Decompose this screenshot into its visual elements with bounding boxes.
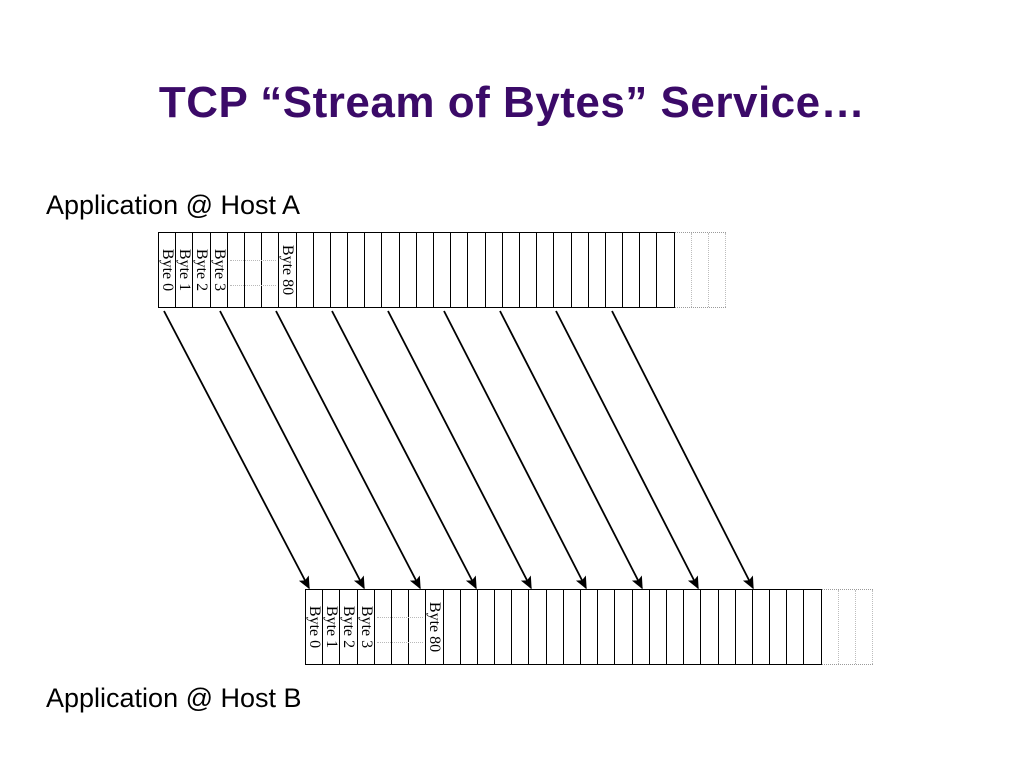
byte-cell (615, 590, 633, 664)
stream-continuation (674, 232, 727, 308)
byte-cell (375, 590, 392, 664)
byte-cell (623, 233, 641, 307)
byte-delivery-arrow (555, 310, 699, 590)
byte-cell (382, 233, 400, 307)
byte-cell (606, 233, 624, 307)
byte-cell (434, 233, 452, 307)
byte-cell (451, 233, 469, 307)
byte-cell (503, 233, 520, 307)
byte-cell (314, 233, 331, 307)
byte-cell: Byte 80 (279, 233, 297, 307)
byte-cell: Byte 2 (340, 590, 358, 664)
byte-cell: Byte 1 (323, 590, 341, 664)
byte-cell (537, 233, 555, 307)
byte-cell (770, 590, 788, 664)
byte-cell (392, 590, 410, 664)
byte-cell: Byte 3 (211, 233, 228, 307)
stream-continuation (821, 589, 874, 665)
byte-cell (400, 233, 417, 307)
byte-cell: Byte 1 (176, 233, 194, 307)
byte-cell-ghost (822, 590, 839, 664)
byte-delivery-arrow (219, 310, 365, 590)
byte-cell-label: Byte 80 (426, 601, 444, 653)
byte-cell-label: Byte 0 (159, 248, 177, 292)
byte-cell (409, 590, 427, 664)
byte-cell-label: Byte 2 (193, 248, 211, 292)
byte-cell (581, 590, 599, 664)
byte-cell (564, 590, 581, 664)
byte-cell-label: Byte 2 (340, 605, 358, 649)
byte-cell-ghost (692, 233, 709, 307)
byte-delivery-arrow (443, 310, 587, 590)
byte-cell: Byte 0 (306, 590, 324, 664)
byte-cell (478, 590, 496, 664)
byte-cell (804, 590, 822, 664)
byte-cell-label: Byte 1 (323, 605, 341, 649)
byte-cell (547, 590, 564, 664)
byte-cell (365, 233, 383, 307)
byte-cell-label: Byte 1 (176, 248, 194, 292)
byte-cell (486, 233, 503, 307)
byte-cell (684, 590, 702, 664)
byte-cell-ghost (709, 233, 727, 307)
byte-cell (787, 590, 805, 664)
byte-cell (331, 233, 349, 307)
byte-cell (495, 590, 513, 664)
byte-cell (572, 233, 589, 307)
page-title: TCP “Stream of Bytes” Service… (158, 78, 866, 127)
byte-delivery-arrow (163, 310, 310, 590)
byte-cell (657, 233, 675, 307)
byte-cell (444, 590, 461, 664)
byte-cell (228, 233, 245, 307)
host-b-caption: Application @ Host B (46, 683, 302, 713)
byte-cell (520, 233, 538, 307)
byte-cell (736, 590, 753, 664)
byte-delivery-arrow (387, 310, 532, 590)
byte-cell: Byte 3 (358, 590, 375, 664)
byte-cell (598, 590, 616, 664)
byte-cell-label: Byte 80 (279, 244, 297, 296)
byte-delivery-arrow (331, 310, 477, 590)
byte-cell (512, 590, 530, 664)
byte-cell-ghost (839, 590, 856, 664)
byte-cell-label: Byte 3 (357, 605, 375, 649)
byte-cell (262, 233, 280, 307)
byte-cell (297, 233, 314, 307)
byte-cell (245, 233, 263, 307)
host-a-caption: Application @ Host A (46, 190, 301, 220)
byte-cell (701, 590, 719, 664)
byte-cell (633, 590, 650, 664)
byte-cell-label: Byte 0 (306, 605, 324, 649)
byte-cell (650, 590, 667, 664)
byte-cell-ghost (856, 590, 874, 664)
byte-cell (529, 590, 547, 664)
byte-cell (719, 590, 736, 664)
byte-cell: Byte 2 (193, 233, 211, 307)
byte-cell (461, 590, 478, 664)
byte-cell: Byte 0 (159, 233, 177, 307)
byte-delivery-arrow (499, 310, 643, 590)
byte-cell-label: Byte 3 (210, 248, 228, 292)
byte-cell: Byte 80 (426, 590, 444, 664)
byte-cell (417, 233, 434, 307)
byte-cell (753, 590, 771, 664)
byte-cell (667, 590, 685, 664)
byte-delivery-arrow (275, 310, 421, 590)
byte-cell (589, 233, 606, 307)
byte-delivery-arrow (611, 310, 754, 590)
byte-cell (554, 233, 572, 307)
byte-cell (640, 233, 658, 307)
byte-cell (348, 233, 366, 307)
byte-cell (468, 233, 486, 307)
byte-cell-ghost (675, 233, 692, 307)
